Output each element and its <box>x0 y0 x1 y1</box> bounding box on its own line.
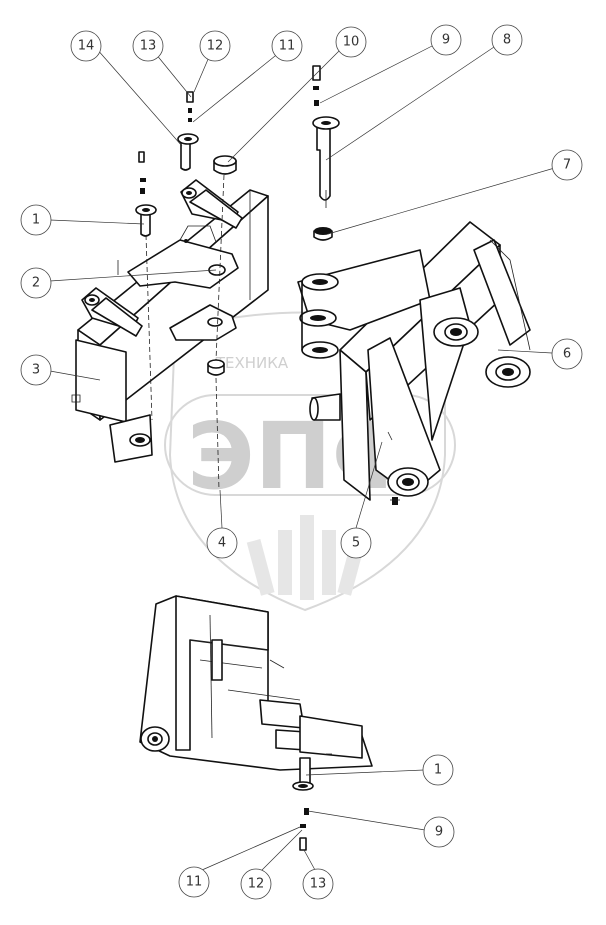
callout-9-bottom: 9 <box>423 816 455 848</box>
bushing-10 <box>213 155 237 175</box>
pin-1-bottom-fastener-stack <box>292 757 314 851</box>
callout-label: 3 <box>32 363 40 378</box>
callout-2: 2 <box>20 267 52 299</box>
callout-10-top: 10 <box>335 26 367 58</box>
callout-3: 3 <box>20 354 52 386</box>
callout-label: 11 <box>279 39 296 54</box>
callout-11-bottom: 11 <box>178 866 210 898</box>
callout-label: 1 <box>32 213 40 228</box>
clevis-hooks <box>299 273 339 359</box>
pin-14-fastener-stack <box>177 91 199 171</box>
right-frame-assembly <box>297 221 531 505</box>
callout-13-bottom: 13 <box>302 868 334 900</box>
callout-label: 4 <box>218 536 226 551</box>
callout-label: 13 <box>310 877 327 892</box>
callout-label: 9 <box>435 825 443 840</box>
nut-7 <box>313 227 333 241</box>
callout-label: 12 <box>207 39 224 54</box>
callout-9-top: 9 <box>430 24 462 56</box>
pin-8-fastener-stack <box>312 65 340 208</box>
callout-13-top: 13 <box>132 30 164 62</box>
pin-1-top-fastener-stack <box>135 151 157 237</box>
callout-11-top: 11 <box>271 30 303 62</box>
callout-label: 5 <box>352 536 360 551</box>
callout-label: 2 <box>32 276 40 291</box>
callout-8-top: 8 <box>491 24 523 56</box>
watermark-brand-small: ТЕХНИКА <box>215 354 289 372</box>
callout-1-bottom: 1 <box>422 754 454 786</box>
watermark-wheat-icon <box>246 515 366 600</box>
callout-label: 9 <box>442 33 450 48</box>
callout-4: 4 <box>206 527 238 559</box>
callout-label: 8 <box>503 33 511 48</box>
callout-label: 13 <box>140 39 157 54</box>
callout-label: 12 <box>248 877 265 892</box>
callout-1-top: 1 <box>20 204 52 236</box>
bushing-4 <box>207 359 225 491</box>
callout-7: 7 <box>551 149 583 181</box>
watermark-pill <box>164 394 456 496</box>
callout-label: 14 <box>78 39 95 54</box>
callout-label: 1 <box>434 763 442 778</box>
callout-6: 6 <box>551 338 583 370</box>
callout-12-bottom: 12 <box>240 868 272 900</box>
left-beam-assembly <box>71 174 269 463</box>
callout-label: 6 <box>563 347 571 362</box>
callout-label: 10 <box>343 35 360 50</box>
callout-12-top: 12 <box>199 30 231 62</box>
bottom-frame-assembly <box>139 595 373 771</box>
callout-14-top: 14 <box>70 30 102 62</box>
callout-label: 11 <box>186 875 203 890</box>
callout-5: 5 <box>340 527 372 559</box>
callout-label: 7 <box>563 158 571 173</box>
